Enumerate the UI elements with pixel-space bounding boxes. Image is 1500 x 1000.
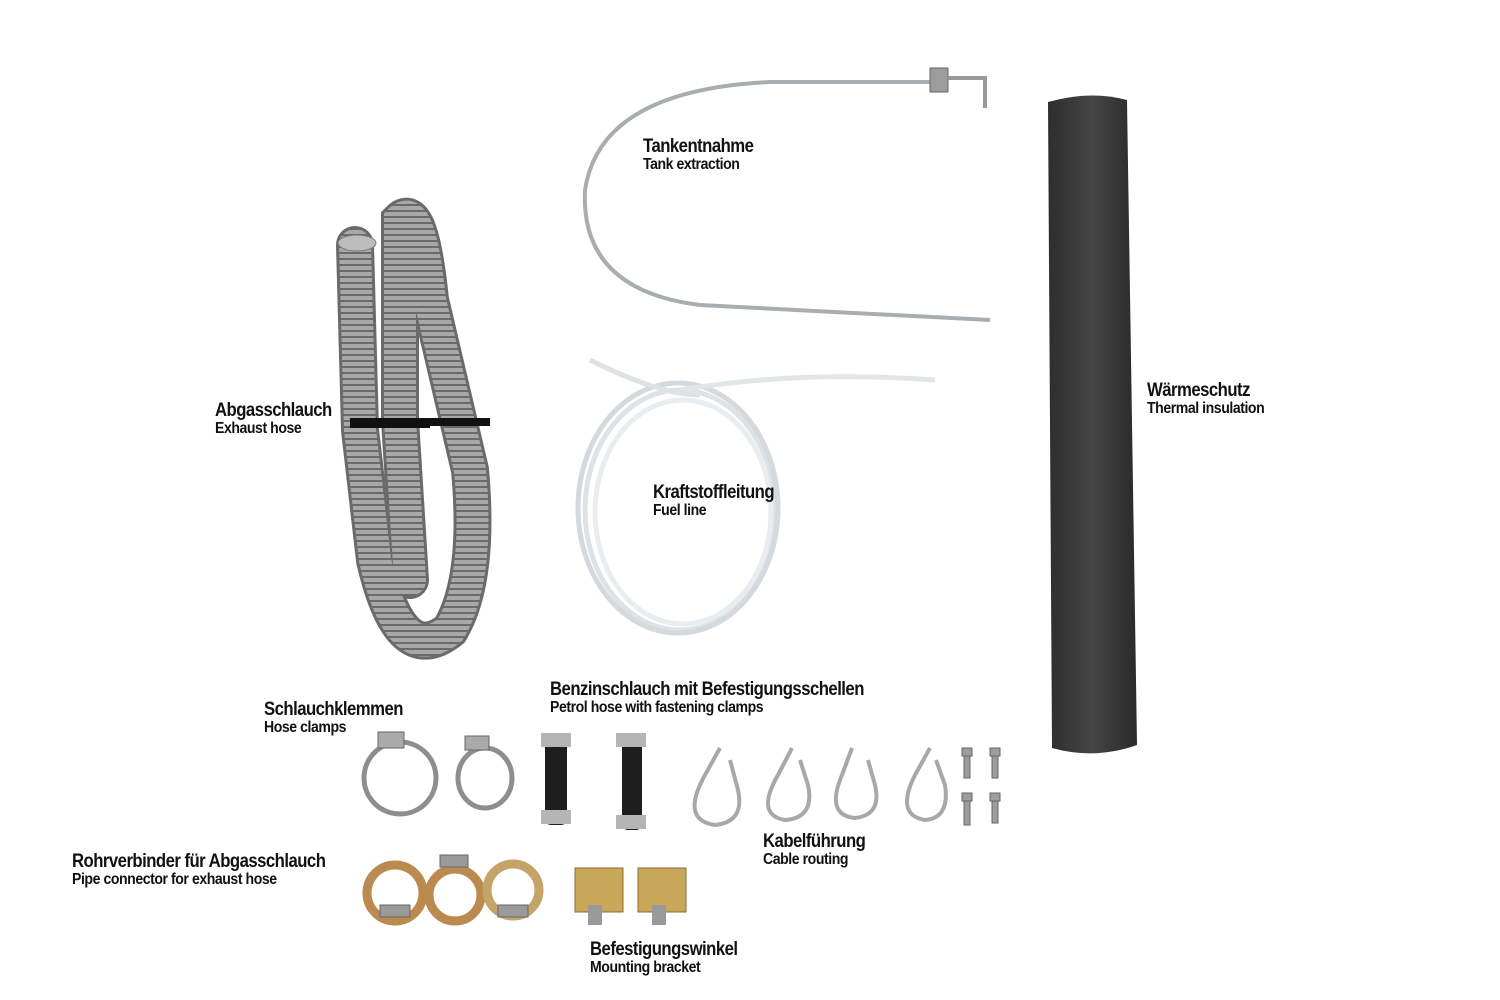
- label-thermal-insulation: Wärmeschutz Thermal insulation: [1147, 381, 1280, 418]
- label-de: Kraftstoffleitung: [653, 482, 775, 503]
- label-fuel-line: Kraftstoffleitung Fuel line: [653, 483, 791, 520]
- label-de: Rohrverbinder für Abgasschlauch: [72, 851, 326, 872]
- label-cable-routing: Kabelführung Cable routing: [763, 832, 879, 869]
- label-en: Exhaust hose: [215, 419, 302, 437]
- label-de: Tankentnahme: [643, 136, 754, 157]
- label-de: Kabelführung: [763, 831, 866, 852]
- label-mounting-bracket: Befestigungswinkel Mounting bracket: [590, 940, 758, 977]
- label-hose-clamps: Schlauchklemmen Hose clamps: [264, 700, 422, 737]
- fuel-line-coil: [575, 357, 936, 636]
- pipe-connectors: [362, 854, 544, 926]
- label-en: Fuel line: [653, 501, 707, 519]
- exhaust-hose: [336, 198, 492, 660]
- label-de: Benzinschlauch mit Befestigungsschellen: [550, 679, 864, 700]
- thermal-insulation-tube: [1048, 95, 1137, 754]
- label-tank-extraction: Tankentnahme Tank extraction: [643, 137, 768, 174]
- label-en: Tank extraction: [643, 155, 740, 173]
- label-en: Cable routing: [763, 850, 849, 868]
- label-en: Pipe connector for exhaust hose: [72, 870, 277, 888]
- label-en: Petrol hose with fastening clamps: [550, 698, 764, 716]
- label-de: Schlauchklemmen: [264, 699, 403, 720]
- petrol-hoses: [541, 733, 646, 830]
- hose-clamps: [361, 731, 515, 817]
- label-exhaust-hose: Abgasschlauch Exhaust hose: [215, 401, 348, 438]
- cable-routing-clips: [692, 747, 948, 828]
- label-de: Wärmeschutz: [1147, 380, 1250, 401]
- label-de: Befestigungswinkel: [590, 939, 738, 960]
- screws: [961, 747, 1001, 826]
- label-pipe-connector: Rohrverbinder für Abgasschlauch Pipe con…: [72, 852, 360, 889]
- label-en: Thermal insulation: [1147, 399, 1265, 417]
- label-en: Mounting bracket: [590, 958, 701, 976]
- label-en: Hose clamps: [264, 718, 347, 736]
- mounting-brackets: [574, 867, 687, 925]
- label-petrol-hose: Benzinschlauch mit Befestigungsschellen …: [550, 680, 907, 717]
- tank-extraction-pipe: [582, 67, 991, 322]
- label-de: Abgasschlauch: [215, 400, 332, 421]
